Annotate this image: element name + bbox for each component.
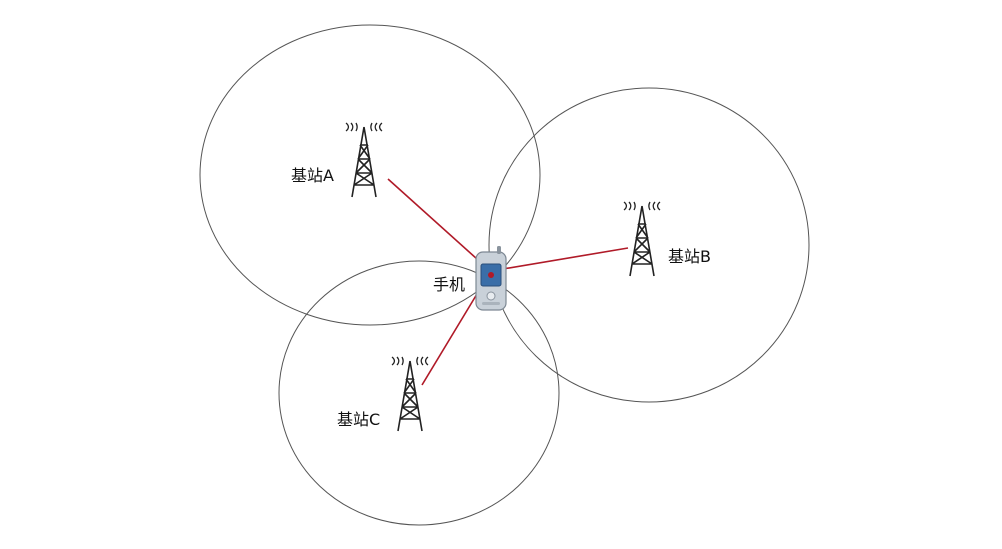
label-station-c: 基站C bbox=[337, 410, 380, 429]
tower-a-icon bbox=[345, 122, 383, 198]
label-phone: 手机 bbox=[433, 275, 465, 294]
phone-icon bbox=[475, 246, 507, 311]
tower-c-icon bbox=[391, 356, 429, 432]
label-station-a: 基站A bbox=[291, 166, 334, 185]
label-station-b: 基站B bbox=[668, 247, 711, 266]
tower-b-icon bbox=[623, 201, 661, 277]
link-c-phone bbox=[421, 283, 484, 386]
link-b-phone bbox=[496, 247, 629, 271]
coverage-circle-c bbox=[278, 260, 560, 526]
link-a-phone bbox=[387, 178, 488, 269]
coverage-circle-a bbox=[199, 24, 541, 326]
coverage-circle-b bbox=[488, 87, 810, 403]
